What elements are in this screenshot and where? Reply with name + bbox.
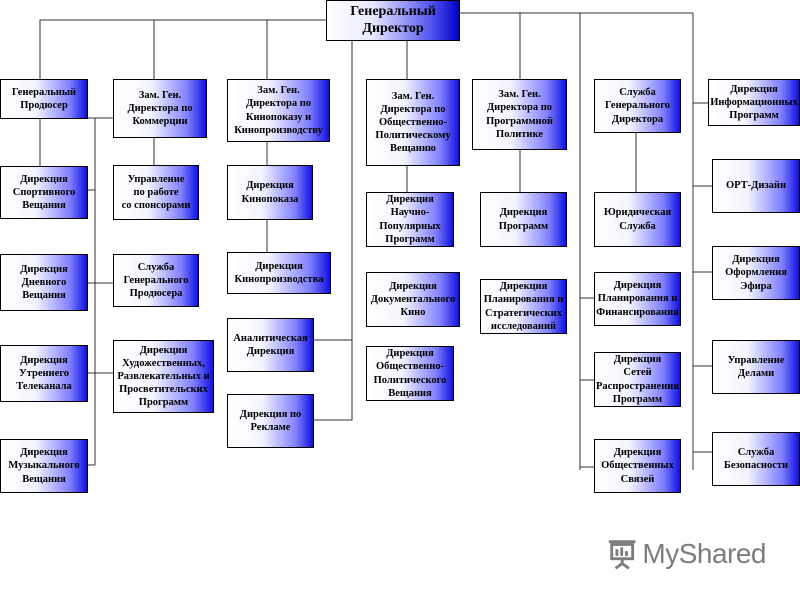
node-music-directorate: Дирекция Музыкального Вещания [0,439,88,493]
node-deputy-program-policy: Зам. Ген. Директора по Программной Полит… [472,79,567,150]
node-film-screening: Дирекция Кинопоказа [227,165,313,220]
node-general-producer: Генеральный Продюсер [0,79,88,119]
node-ort-design: ОРТ-Дизайн [712,159,800,213]
node-deputy-public-political: Зам. Ген. Директора по Общественно- Поли… [366,79,460,166]
node-analytics: Аналитическая Дирекция [227,318,314,372]
node-film-production: Дирекция Кинопроизводства [227,252,331,294]
node-security-service: Служба Безопасности [712,432,800,486]
node-public-relations: Дирекция Общественных Связей [594,439,681,493]
presentation-board-icon [608,540,636,570]
node-planning-finance: Дирекция Планирования и Финансирования [594,272,681,326]
node-affairs-office: Управление Делами [712,340,800,394]
node-director-service: Служба Генерального Директора [594,79,681,133]
node-arts-directorate: Дирекция Художественных, Развлекательных… [113,340,214,413]
node-science-programs: Дирекция Научно- Популярных Программ [366,192,454,247]
node-morning-directorate: Дирекция Утреннего Телеканала [0,345,88,402]
node-documentary: Дирекция Документального Кино [366,272,460,327]
node-advertising: Дирекция по Рекламе [227,394,314,448]
node-planning-strategy: Дирекция Планирования и Стратегических и… [480,279,567,334]
node-day-directorate: Дирекция Дневного Вещания [0,254,88,311]
node-information-programs: Дирекция Информационных Программ [708,79,800,126]
node-public-political-broadcast: Дирекция Общественно- Политического Веща… [366,346,454,401]
node-sport-directorate: Дирекция Спортивного Вещания [0,166,88,219]
connector-top-bus [39,19,326,80]
watermark-logo: MyShared [606,534,766,574]
node-deputy-film: Зам. Ген. Директора по Кинопоказу и Кино… [227,79,330,142]
node-producer-service: Служба Генерального Продюсера [113,254,199,307]
node-general-director: Генеральный Директор [326,0,460,41]
connector-col4-side [314,40,353,421]
node-programs-directorate: Дирекция Программ [480,192,567,247]
watermark-logo-text: MyShared [642,538,766,569]
node-air-design: Дирекция Оформления Эфира [712,246,800,300]
node-deputy-commerce: Зам. Ген. Директора по Коммерции [113,79,207,138]
node-sponsors-office: Управление по работе со спонсорами [113,165,199,220]
node-distribution-networks: Дирекция Сетей Распространения Программ [594,352,681,407]
node-legal-service: Юридическая Служба [594,192,681,247]
